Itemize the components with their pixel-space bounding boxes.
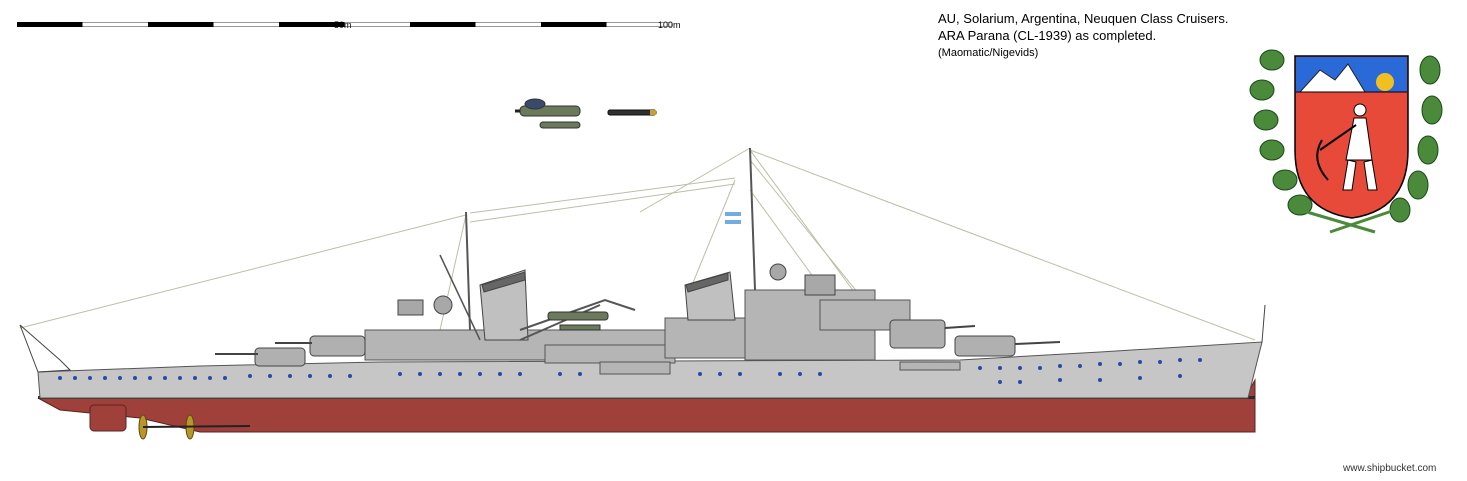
turret-guns xyxy=(215,325,1061,355)
drawing-credit: (Maomatic/Nigevids) xyxy=(938,47,1039,59)
stern-rail xyxy=(19,324,72,373)
aircraft-crane xyxy=(519,298,636,341)
funnels xyxy=(479,269,736,341)
argentina-flag xyxy=(725,212,741,224)
main-turrets xyxy=(254,319,1016,367)
drawing-subtitle: ARA Parana (CL-1939) as completed. xyxy=(938,28,1157,43)
directors xyxy=(397,263,836,316)
coat-of-arms xyxy=(1249,49,1443,234)
drawing-title: AU, Solarium, Argentina, Neuquen Class C… xyxy=(938,11,1229,26)
rigging xyxy=(19,147,1256,341)
watermark: www.shipbucket.com xyxy=(1343,463,1437,474)
scale-tick-100: 100m xyxy=(658,20,681,30)
seaplane-illustration xyxy=(515,98,581,129)
scale-tick-50: 50m xyxy=(334,20,352,30)
masts xyxy=(439,147,756,341)
embarked-seaplane xyxy=(547,311,609,331)
bow-stem xyxy=(1261,304,1266,343)
portholes xyxy=(58,358,1202,384)
rudder xyxy=(89,404,127,432)
torpedo-illustration xyxy=(607,109,657,116)
propellers xyxy=(138,414,251,440)
